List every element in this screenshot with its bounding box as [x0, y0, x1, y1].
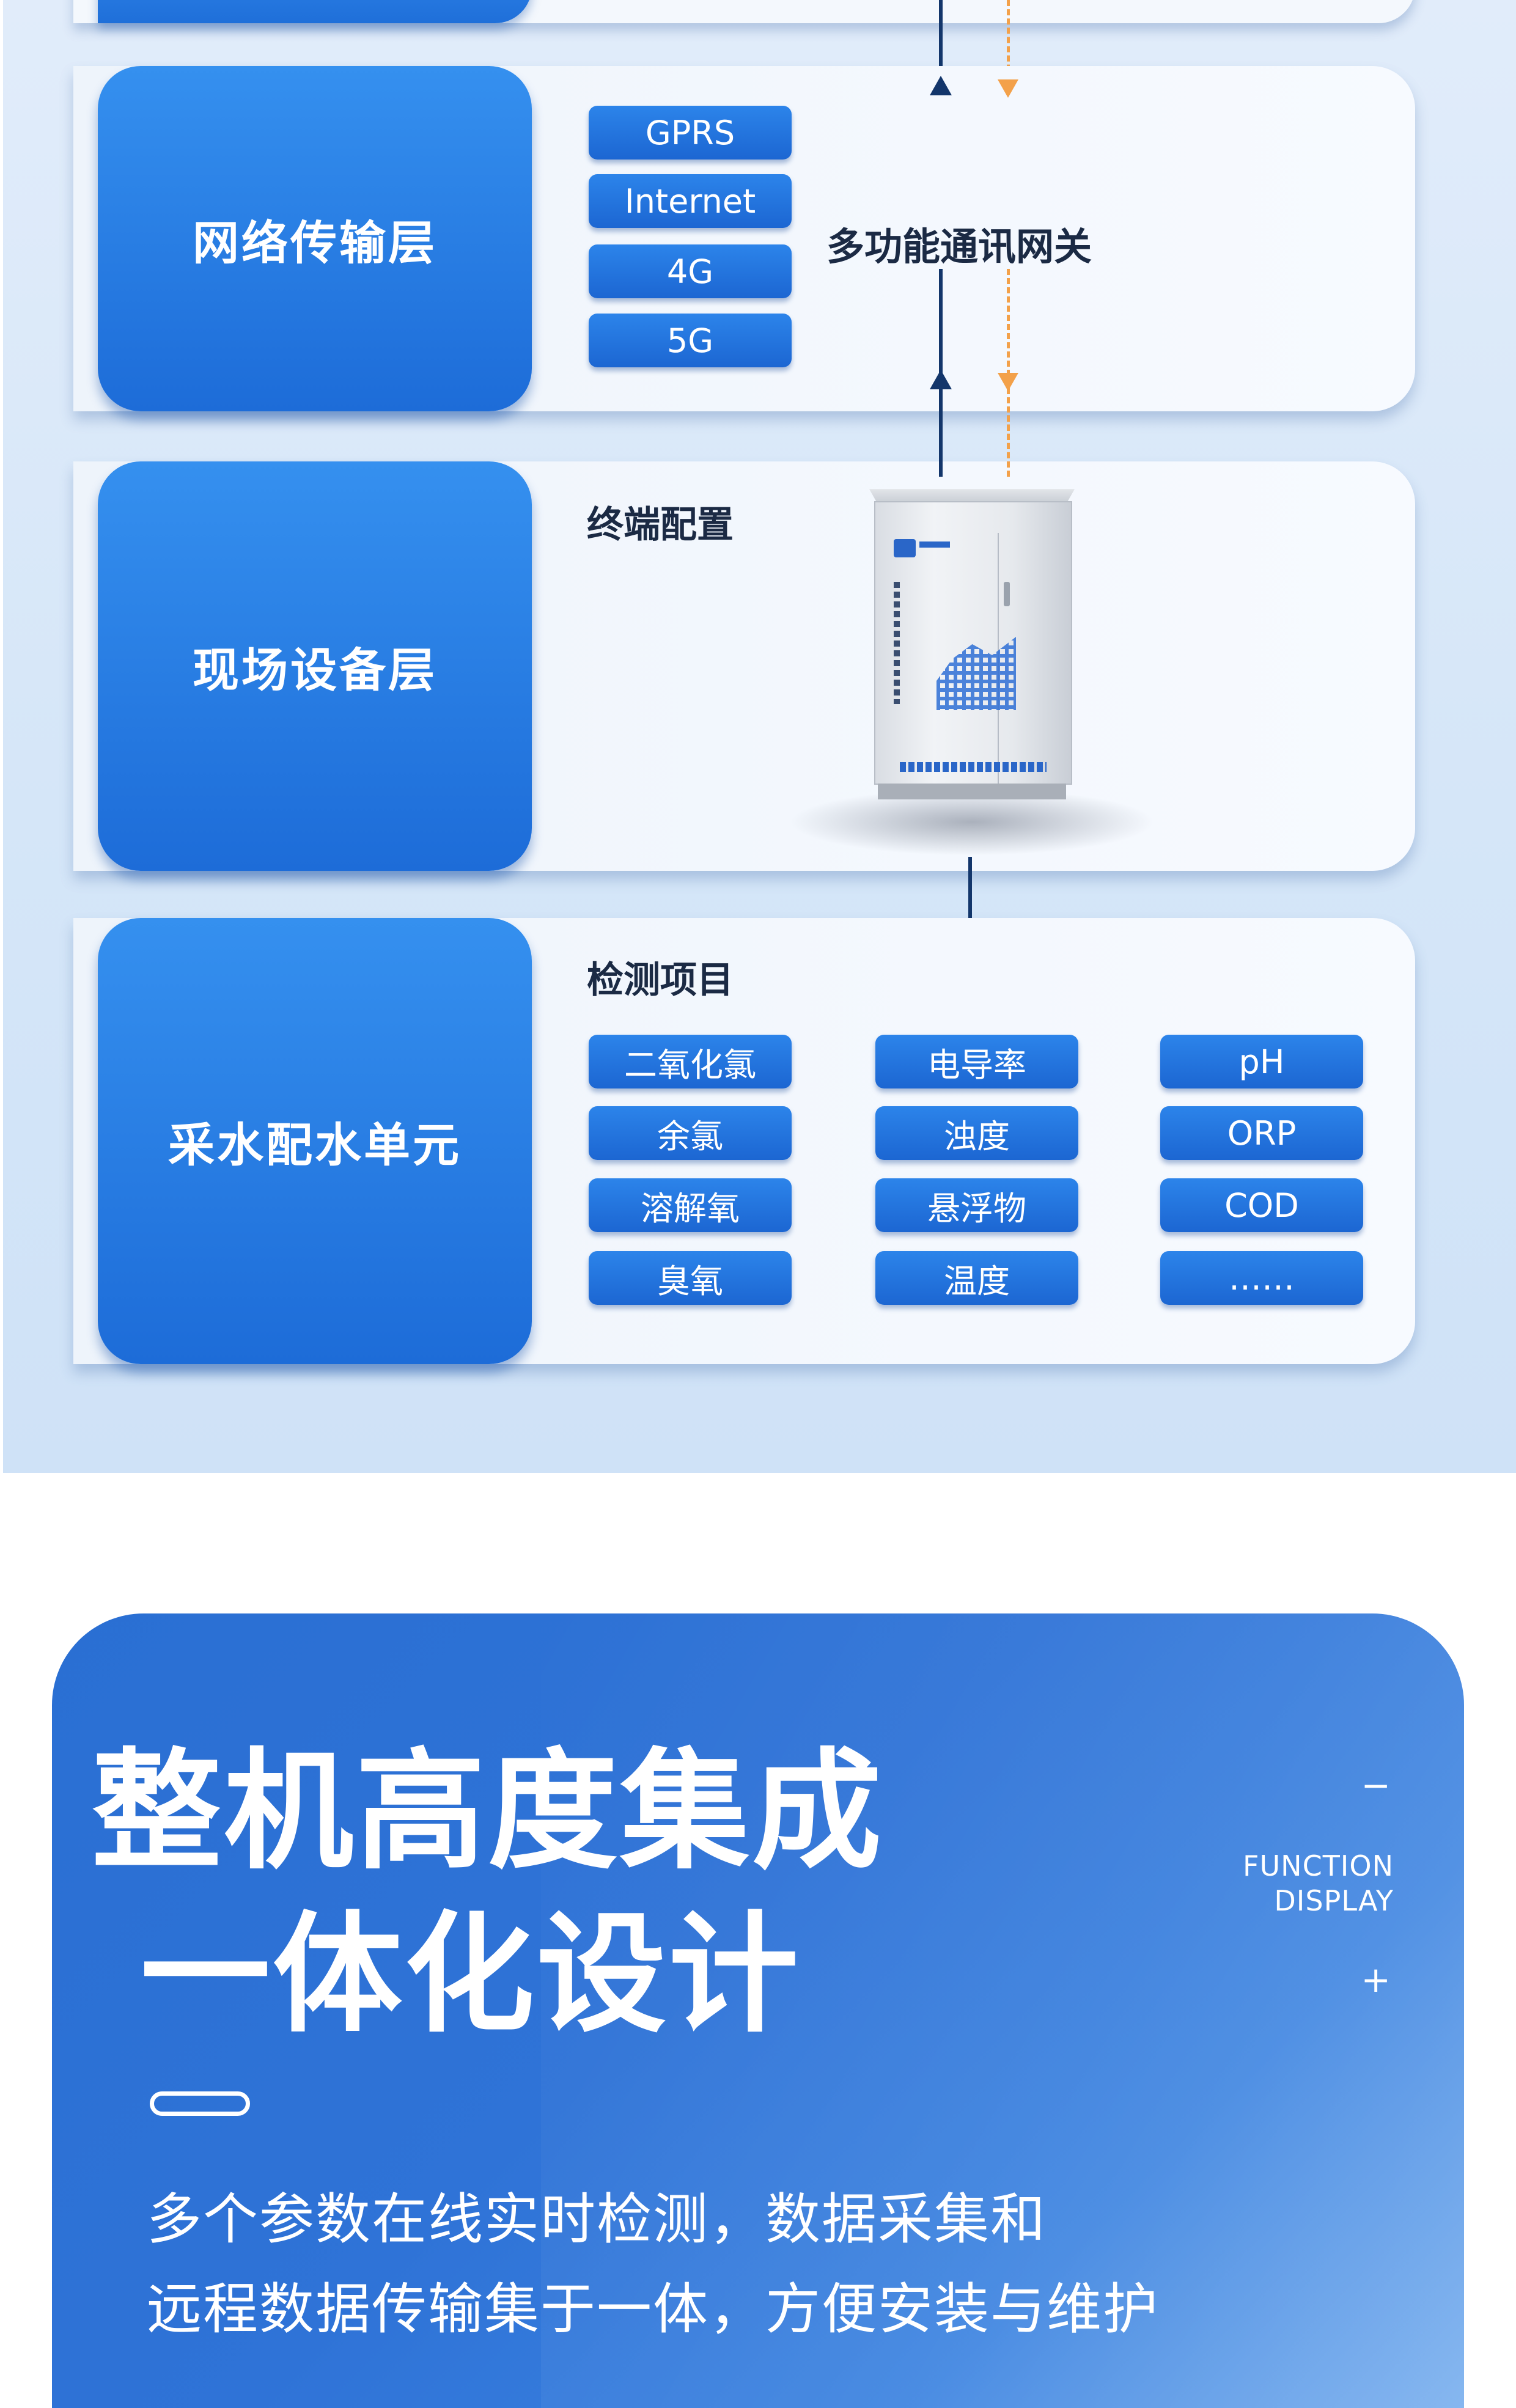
row-network-layer-tab: 网络传输层	[98, 66, 532, 411]
detect-item-ph: pH	[1160, 1035, 1363, 1088]
network-item-4g: 4G	[589, 244, 792, 298]
network-item-internet: Internet	[589, 174, 792, 228]
monitoring-cabinet-image	[869, 483, 1076, 807]
previous-row-tab	[98, 0, 532, 23]
banner-title-line1: 整机高度集成	[92, 1736, 884, 1887]
cabinet-body	[874, 501, 1072, 790]
detect-item-more: ……	[1160, 1251, 1363, 1305]
detection-items-label: 检测项目	[587, 959, 734, 1002]
uplink-arrow-top	[930, 76, 952, 95]
detect-item-chlorine-dioxide: 二氧化氯	[589, 1035, 792, 1088]
cabinet-logo-mark	[919, 541, 950, 548]
side-label-display: DISPLAY	[1274, 1884, 1394, 1917]
cabinet-roof	[869, 489, 1075, 504]
uplink-arrow-bottom	[930, 370, 952, 389]
detect-item-orp: ORP	[1160, 1106, 1363, 1160]
feature-banner	[52, 1613, 1464, 2408]
detect-item-ozone: 臭氧	[589, 1251, 792, 1305]
downlink-arrow-top	[998, 79, 1018, 98]
banner-sheen	[541, 1613, 1464, 2408]
row-water-unit-tab: 采水配水单元	[98, 918, 532, 1364]
row-field-device-layer-tab: 现场设备层	[98, 461, 532, 871]
detect-item-turbidity: 浊度	[875, 1106, 1078, 1160]
detect-item-cod: COD	[1160, 1178, 1363, 1232]
detect-item-dissolved-oxygen: 溶解氧	[589, 1178, 792, 1232]
detect-item-suspended-solids: 悬浮物	[875, 1178, 1078, 1232]
detect-item-conductivity: 电导率	[875, 1035, 1078, 1088]
terminal-config-label: 终端配置	[587, 504, 734, 546]
banner-title-line2: 一体化设计	[141, 1899, 801, 2050]
row-network-layer-title: 网络传输层	[193, 215, 437, 270]
side-label-function: FUNCTION	[1243, 1849, 1394, 1882]
side-minus-icon: −	[1361, 1764, 1391, 1806]
cabinet-handle	[1004, 582, 1010, 606]
cabinet-vertical-label	[894, 582, 900, 704]
cabinet-pattern	[936, 637, 1016, 710]
title-underline-pill	[150, 2091, 250, 2116]
row-water-unit-title: 采水配水单元	[168, 1118, 462, 1172]
banner-desc-line1: 多个参数在线实时检测，数据采集和	[147, 2187, 1047, 2252]
banner-desc-line2: 远程数据传输集于一体，方便安装与维护	[147, 2277, 1159, 2341]
row-field-device-layer: 现场设备层	[73, 461, 1415, 871]
row-field-device-layer-title: 现场设备层	[193, 643, 437, 697]
network-item-gprs: GPRS	[589, 106, 792, 160]
cabinet-base	[878, 784, 1066, 799]
downlink-arrow-bottom	[998, 373, 1018, 391]
detect-item-residual-chlorine: 余氯	[589, 1106, 792, 1160]
cabinet-shadow	[789, 788, 1155, 856]
detect-item-temperature: 温度	[875, 1251, 1078, 1305]
gateway-label: 多功能通讯网关	[826, 224, 1092, 269]
network-item-5g: 5G	[589, 314, 792, 367]
cabinet-company-mark	[900, 762, 1047, 772]
cabinet-logo-icon	[894, 539, 916, 557]
side-plus-icon: +	[1361, 1959, 1391, 2000]
